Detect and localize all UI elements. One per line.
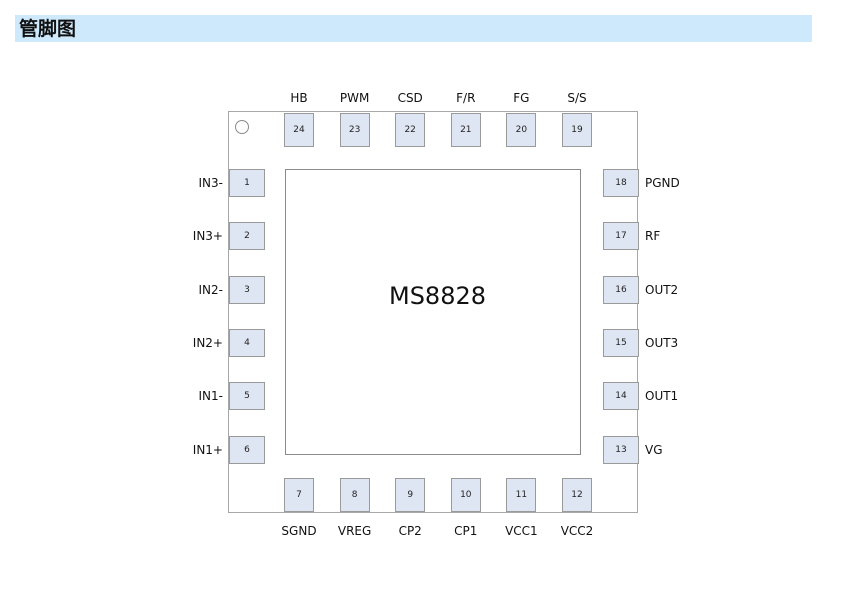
pin-label-12: VCC2 xyxy=(560,524,594,538)
section-header-bar: 管脚图 xyxy=(15,15,812,42)
section-title: 管脚图 xyxy=(19,18,77,40)
pin-box-6: 6 xyxy=(229,435,265,464)
pin-label-10: CP1 xyxy=(454,524,478,538)
pin-label-18: PGND xyxy=(645,176,680,190)
pin-box-19: 19 xyxy=(562,113,592,147)
pin-label-20: FG xyxy=(513,91,530,105)
pin-box-3: 3 xyxy=(229,275,265,304)
pin-box-2: 2 xyxy=(229,222,265,251)
pin-box-13: 13 xyxy=(603,435,639,464)
pin-box-4: 4 xyxy=(229,328,265,357)
pin1-indicator-dot xyxy=(235,120,249,134)
pin-box-12: 12 xyxy=(562,478,592,512)
pin-box-23: 23 xyxy=(339,113,370,147)
pin-label-23: PWM xyxy=(339,91,370,105)
pin-label-22: CSD xyxy=(397,91,423,105)
pin-label-2: IN3+ xyxy=(192,229,223,244)
pin-box-8: 8 xyxy=(339,478,370,512)
pin-label-7: SGND xyxy=(281,524,317,538)
pin-label-3: IN2- xyxy=(198,282,223,297)
chip-name: MS8828 xyxy=(388,282,487,310)
pin-box-15: 15 xyxy=(603,328,639,357)
pin-box-14: 14 xyxy=(603,382,639,411)
pin-box-17: 17 xyxy=(603,222,639,251)
pin-box-1: 1 xyxy=(229,169,265,197)
pin-label-16: OUT2 xyxy=(645,282,679,297)
pin-label-24: HB xyxy=(290,91,308,105)
pin-label-4: IN2+ xyxy=(192,335,223,350)
pin-label-13: VG xyxy=(645,442,663,457)
pin-box-5: 5 xyxy=(229,382,265,411)
pin-box-21: 21 xyxy=(450,113,481,147)
pin-label-5: IN1- xyxy=(198,389,223,404)
pin-box-22: 22 xyxy=(395,113,426,147)
pin-label-11: VCC1 xyxy=(505,524,538,538)
pin-box-20: 20 xyxy=(506,113,537,147)
pin-label-17: RF xyxy=(645,229,661,244)
pin-label-15: OUT3 xyxy=(645,335,679,350)
pin-label-21: F/R xyxy=(456,91,476,105)
pin-box-9: 9 xyxy=(395,478,426,512)
pin-box-7: 7 xyxy=(284,478,314,512)
pin-label-14: OUT1 xyxy=(645,389,679,404)
pin-label-1: IN3- xyxy=(198,176,223,190)
pin-label-8: VREG xyxy=(337,524,372,538)
pin-box-11: 11 xyxy=(506,478,537,512)
exposed-pad xyxy=(285,169,581,455)
pin-label-19: S/S xyxy=(567,91,587,105)
pin-box-10: 10 xyxy=(450,478,481,512)
pin-label-9: CP2 xyxy=(398,524,422,538)
pin-box-18: 18 xyxy=(603,169,639,197)
pin-box-16: 16 xyxy=(603,275,639,304)
pin-box-24: 24 xyxy=(284,113,314,147)
pin-label-6: IN1+ xyxy=(192,442,223,457)
